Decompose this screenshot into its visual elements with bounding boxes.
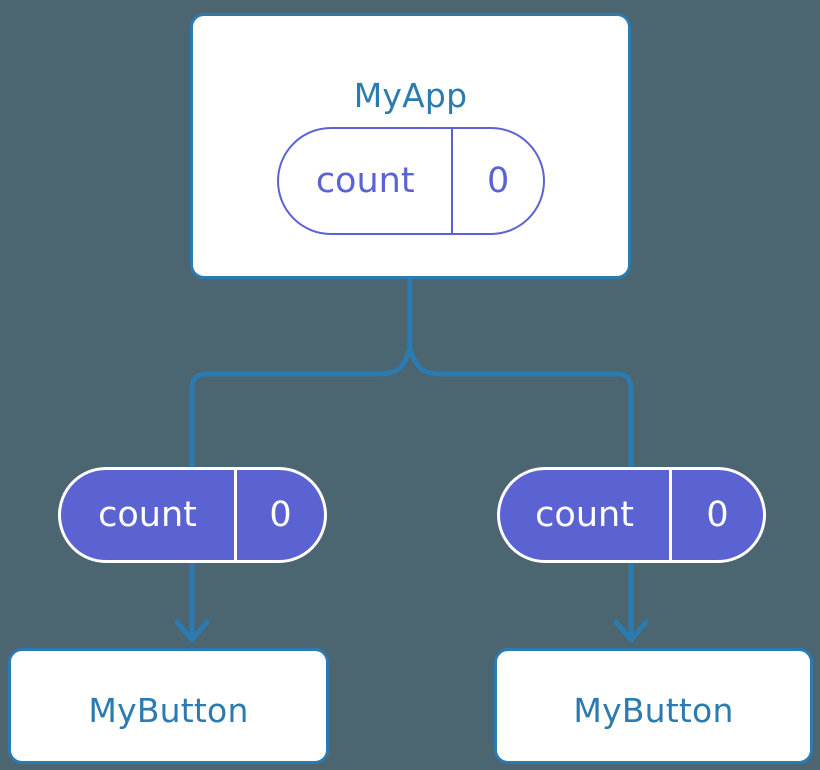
props-pill-right[interactable]: count 0 xyxy=(497,467,766,563)
arrow-head-left-icon xyxy=(174,619,210,643)
branch-line-left xyxy=(189,345,413,470)
branch-line-right xyxy=(407,345,634,470)
props-pill-value: 0 xyxy=(234,470,324,560)
state-pill-value: 0 xyxy=(451,129,543,233)
component-title-myapp: MyApp xyxy=(353,76,468,115)
props-pill-left[interactable]: count 0 xyxy=(58,467,327,563)
component-title-mybutton-right: MyButton xyxy=(573,691,734,730)
arrow-head-right-icon xyxy=(613,619,649,643)
component-card-mybutton-right[interactable]: MyButton xyxy=(494,648,813,764)
props-pill-value: 0 xyxy=(669,470,763,560)
state-pill-myapp[interactable]: count 0 xyxy=(277,127,545,235)
component-title-mybutton-left: MyButton xyxy=(88,691,249,730)
component-card-mybutton-left[interactable]: MyButton xyxy=(8,648,329,764)
props-pill-key: count xyxy=(98,495,197,535)
state-pill-key: count xyxy=(315,161,415,201)
props-pill-key: count xyxy=(535,495,634,535)
